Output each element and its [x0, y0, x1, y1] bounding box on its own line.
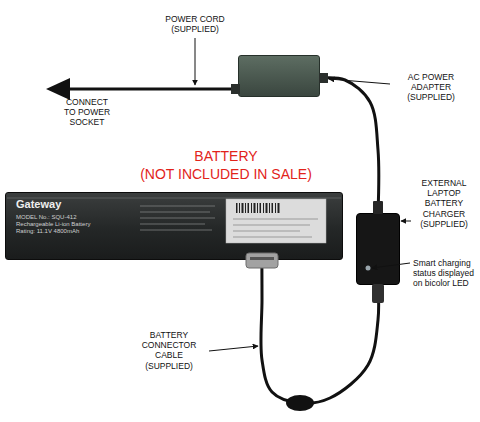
- barcode-bar: [236, 203, 238, 213]
- callout-note: Smart charging status displayed on bicol…: [413, 258, 479, 289]
- callout-text: POWER CORD (SUPPLIED): [158, 14, 232, 34]
- callout-text: CONNECT TO POWER SOCKET: [60, 97, 114, 128]
- callout-text: AC POWER ADAPTER (SUPPLIED): [392, 72, 470, 103]
- cable-plug: [373, 201, 383, 214]
- barcode: [236, 203, 280, 213]
- cable-plug: [372, 284, 384, 303]
- brand-logo: Gateway: [16, 198, 106, 211]
- barcode-bar: [239, 203, 240, 213]
- battery-heading: BATTERY: [126, 147, 326, 165]
- print-line: [140, 224, 205, 225]
- plug-contacts: [250, 257, 274, 260]
- battery-marking: Rechargeable Li-ion Battery: [16, 221, 136, 228]
- print-line: [140, 206, 215, 207]
- barcode-bar: [263, 203, 264, 213]
- battery-plug: [246, 253, 278, 268]
- ferrite-bead: [286, 395, 314, 411]
- print-line: [233, 225, 310, 226]
- barcode-bar: [245, 203, 246, 213]
- cord-arrowhead: [46, 78, 70, 100]
- battery-sticker: [226, 199, 326, 243]
- barcode-bar: [272, 203, 274, 213]
- leader-arrow: [195, 38, 196, 85]
- barcode-bar: [257, 203, 258, 213]
- barcode-bar: [269, 203, 270, 213]
- barcode-bar: [260, 203, 262, 213]
- barcode-bar: [278, 203, 280, 213]
- barcode-bar: [254, 203, 256, 213]
- print-line: [233, 231, 300, 232]
- print-line: [233, 237, 312, 238]
- sticker-print: [233, 219, 318, 237]
- strain-relief: [319, 73, 328, 83]
- callout-text: BATTERY CONNECTOR CABLE (SUPPLIED): [135, 330, 203, 371]
- strain-relief: [231, 84, 240, 94]
- leader-arrow: [401, 221, 411, 222]
- callout-text: EXTERNAL LAPTOP BATTERY CHARGER (SUPPLIE…: [413, 178, 475, 229]
- print-line: [140, 212, 210, 213]
- leader-arrow: [372, 263, 410, 268]
- battery-print: [140, 206, 215, 230]
- battery-charger: EXTERNAL LAPTOP BATTERY CHARGER (SUPPLIE…: [356, 213, 400, 285]
- barcode-bar: [242, 203, 244, 213]
- barcode-bar: [275, 203, 276, 213]
- leader-arrow: [209, 346, 258, 351]
- barcode-bar: [251, 203, 252, 213]
- print-line: [233, 219, 318, 220]
- print-line: [140, 218, 215, 219]
- barcode-bar: [248, 203, 250, 213]
- battery-marking: MODEL No.: SQU-412: [16, 214, 136, 221]
- power-cord: [70, 88, 240, 91]
- print-line: [140, 230, 212, 231]
- battery-subheading: (NOT INCLUDED IN SALE): [126, 165, 326, 183]
- power-adapter: AC POWER ADAPTER (SUPPLIED): [238, 55, 320, 97]
- battery-marking: Rating: 11.1V 4800mAh: [16, 228, 136, 235]
- barcode-bar: [266, 203, 268, 213]
- leader-arrow: [329, 79, 390, 84]
- bicolor-led: [366, 266, 371, 271]
